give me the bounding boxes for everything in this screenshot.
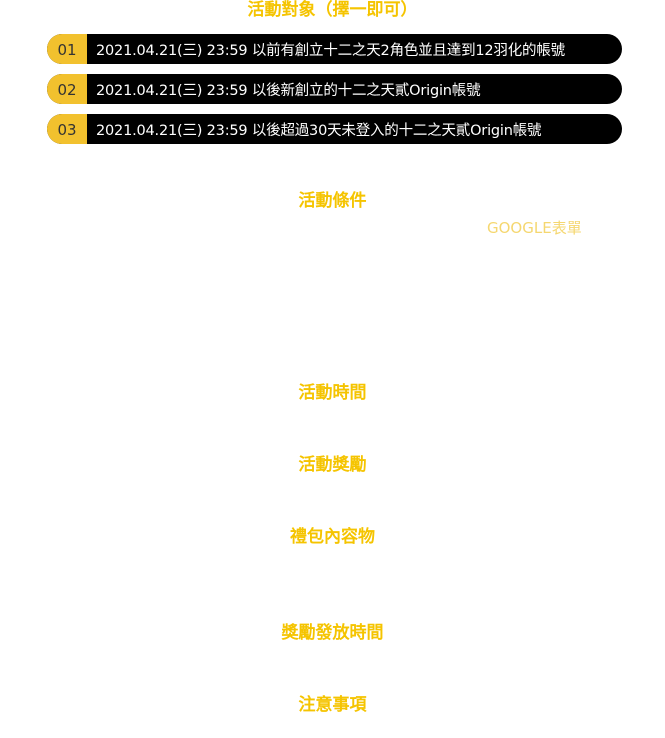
reward-section-title: 活動獎勵 bbox=[298, 455, 367, 475]
target-text: 2021.04.21(三) 23:59 以前有創立十二之天2角色並且達到12羽化… bbox=[96, 42, 565, 59]
target-text: 2021.04.21(三) 23:59 以後超過30天未登入的十二之天貳Orig… bbox=[96, 122, 542, 139]
target-number: 02 bbox=[47, 74, 87, 104]
google-form-link[interactable]: GOOGLE表單 bbox=[487, 219, 582, 237]
reward-time-section-title: 獎勵發放時間 bbox=[281, 623, 384, 643]
target-item-03: 03 2021.04.21(三) 23:59 以後超過30天未登入的十二之天貳O… bbox=[47, 114, 622, 144]
gift-contents-section-title: 禮包內容物 bbox=[290, 527, 375, 547]
target-item-01: 01 2021.04.21(三) 23:59 以前有創立十二之天2角色並且達到1… bbox=[47, 34, 622, 64]
target-section-title: 活動對象（擇一即可） bbox=[247, 0, 418, 20]
conditions-section-title: 活動條件 bbox=[298, 191, 367, 211]
target-item-02: 02 2021.04.21(三) 23:59 以後新創立的十二之天貳Origin… bbox=[47, 74, 622, 104]
notes-section-title: 注意事項 bbox=[298, 695, 367, 715]
target-number: 01 bbox=[47, 34, 87, 64]
time-section-title: 活動時間 bbox=[298, 383, 367, 403]
target-number: 03 bbox=[47, 114, 87, 144]
target-text: 2021.04.21(三) 23:59 以後新創立的十二之天貳Origin帳號 bbox=[96, 82, 481, 99]
